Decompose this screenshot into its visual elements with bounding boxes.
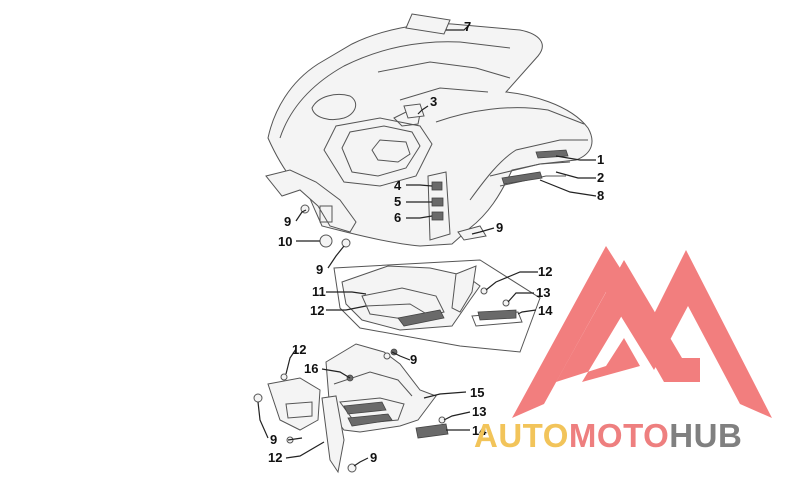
callout-1: 1 bbox=[597, 152, 604, 167]
leader-lines bbox=[257, 23, 597, 467]
brand-auto: AUTO bbox=[474, 417, 569, 454]
callout-9-lower-top: 9 bbox=[410, 352, 417, 367]
callout-9-lower-bottom: 9 bbox=[370, 450, 377, 465]
callout-13-lower: 13 bbox=[472, 404, 486, 419]
callout-9-fender-left: 9 bbox=[284, 214, 291, 229]
callout-8: 8 bbox=[597, 188, 604, 203]
callout-16: 16 bbox=[304, 361, 318, 376]
callout-12-mid-left: 12 bbox=[310, 303, 324, 318]
lower-footwell bbox=[267, 343, 449, 474]
callout-13-mid: 13 bbox=[536, 285, 550, 300]
callout-14-mid: 14 bbox=[538, 303, 553, 318]
callout-numbers: 1 2 3 4 5 6 7 8 9 9 9 9 9 9 10 11 12 12 … bbox=[268, 19, 604, 465]
mid-footwell bbox=[333, 259, 541, 353]
callout-12-mid-right: 12 bbox=[538, 264, 552, 279]
callout-6: 6 bbox=[394, 210, 401, 225]
callout-2: 2 bbox=[597, 170, 604, 185]
svg-text:AUTOMOTOHUB: AUTOMOTOHUB bbox=[474, 417, 742, 454]
callout-9-fender-bottom: 9 bbox=[316, 262, 323, 277]
callout-15: 15 bbox=[470, 385, 484, 400]
callout-10: 10 bbox=[278, 234, 292, 249]
brand-hub: HUB bbox=[669, 417, 742, 454]
callout-9-lower-left: 9 bbox=[270, 432, 277, 447]
callout-3: 3 bbox=[430, 94, 437, 109]
watermark-wordmark: AUTOMOTOHUB bbox=[474, 417, 742, 454]
callout-7: 7 bbox=[464, 19, 471, 34]
callout-12-lower-top: 12 bbox=[292, 342, 306, 357]
callout-9-fender-right: 9 bbox=[496, 220, 503, 235]
watermark-logo bbox=[512, 246, 772, 418]
callout-5: 5 bbox=[394, 194, 401, 209]
callout-12-lower-bottom: 12 bbox=[268, 450, 282, 465]
rear-fender bbox=[265, 13, 593, 247]
callout-14-lower: 14 bbox=[472, 423, 487, 438]
brand-moto: MOTO bbox=[569, 417, 669, 454]
callout-4: 4 bbox=[394, 178, 402, 193]
logo-inner-triangle bbox=[556, 260, 700, 382]
callout-11: 11 bbox=[312, 284, 326, 299]
